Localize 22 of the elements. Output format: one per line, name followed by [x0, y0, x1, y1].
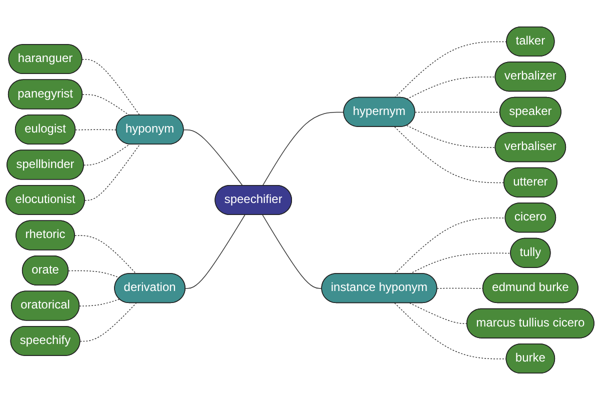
connector [68, 270, 120, 278]
connector [394, 126, 505, 184]
connector [75, 129, 117, 130]
connector [79, 298, 120, 306]
connector [84, 144, 130, 166]
connector [82, 59, 140, 116]
connector [394, 41, 508, 98]
connector [262, 214, 322, 289]
connector [394, 302, 507, 360]
connector [84, 144, 140, 201]
connector [409, 302, 468, 324]
connector [406, 76, 496, 100]
connector [185, 214, 246, 289]
connector [406, 125, 496, 148]
connector [80, 302, 137, 342]
connector [82, 94, 130, 116]
connector [394, 218, 506, 274]
connector [262, 112, 344, 186]
connector [74, 235, 137, 274]
connector [183, 129, 244, 186]
connector [436, 288, 484, 289]
connector [414, 112, 501, 113]
